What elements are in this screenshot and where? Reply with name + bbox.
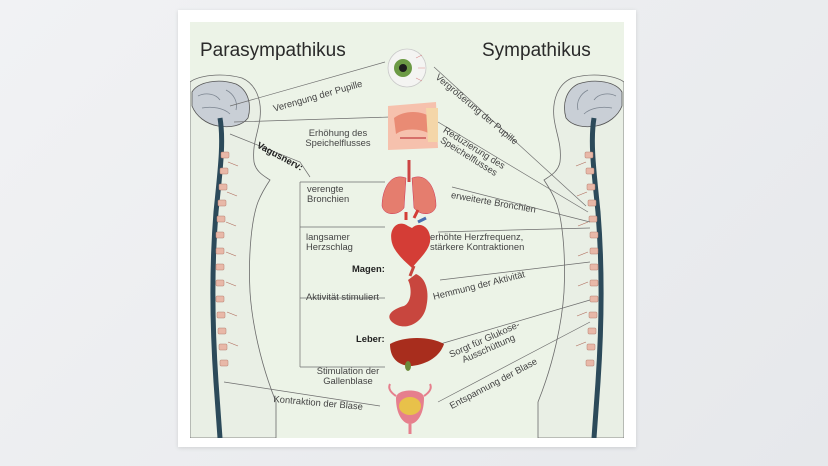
stomach-organ: [389, 265, 428, 327]
eye-organ: [387, 48, 427, 88]
diagram-graphics: [190, 48, 624, 438]
label-gallbladder-line1: Stimulation der: [316, 365, 380, 376]
title-parasympathikus: Parasympathikus: [200, 40, 346, 61]
left-nerve-roots: [225, 161, 239, 347]
left-vertebrae: [215, 151, 230, 367]
label-narrowed-bronchi-line1: verengte: [307, 183, 344, 194]
liver-organ: [390, 338, 444, 371]
left-spinal-cord: [210, 117, 225, 438]
label-narrowed-bronchi: verengte Bronchien: [307, 184, 349, 204]
label-heart-rate-line1: erhöhte Herzfrequenz,: [430, 231, 524, 242]
label-saliva-increase: Erhöhung des Speichelflusses: [302, 128, 374, 148]
right-body-outline: [537, 74, 624, 438]
label-increased-heart-rate: erhöhte Herzfrequenz, stärkere Kontrakti…: [430, 232, 524, 252]
right-body-figure: [537, 74, 624, 438]
mouth-organ: [388, 102, 438, 150]
left-body-outline: [190, 74, 277, 438]
label-liver-heading: Leber:: [356, 333, 385, 344]
connector-lines: [223, 61, 591, 407]
heart-organ: [391, 209, 431, 268]
left-brain: [191, 80, 250, 128]
lungs-organ: [381, 160, 437, 214]
label-slow-heartbeat-line1: langsamer: [306, 231, 350, 242]
right-brain-folds: [577, 89, 617, 115]
left-body-figure: [190, 74, 277, 438]
diagram-panel: Parasympathikus Sympathikus Verengung de…: [190, 22, 624, 438]
right-vertebrae: [584, 151, 599, 367]
label-slow-heartbeat: langsamer Herzschlag: [306, 232, 353, 252]
right-spinal-cord: [589, 117, 604, 438]
label-stomach-stimulated: Aktivität stimuliert: [306, 291, 379, 302]
label-saliva-increase-line1: Erhöhung des: [308, 127, 368, 138]
label-gallbladder-stimulation: Stimulation der Gallenblase: [306, 366, 390, 386]
bladder-organ: [388, 383, 432, 434]
title-sympathikus: Sympathikus: [482, 40, 591, 61]
label-gallbladder-line2: Gallenblase: [323, 375, 373, 386]
right-brain: [564, 80, 623, 128]
label-slow-heartbeat-line2: Herzschlag: [306, 241, 353, 252]
label-saliva-increase-line2: Speichelflusses: [305, 137, 371, 148]
slide-card: Parasympathikus Sympathikus Verengung de…: [178, 10, 636, 447]
left-brain-folds: [197, 89, 237, 115]
right-nerve-roots: [575, 161, 589, 347]
label-stomach-heading: Magen:: [352, 263, 385, 274]
label-narrowed-bronchi-line2: Bronchien: [307, 193, 350, 204]
label-heart-rate-line2: stärkere Kontraktionen: [430, 241, 525, 252]
